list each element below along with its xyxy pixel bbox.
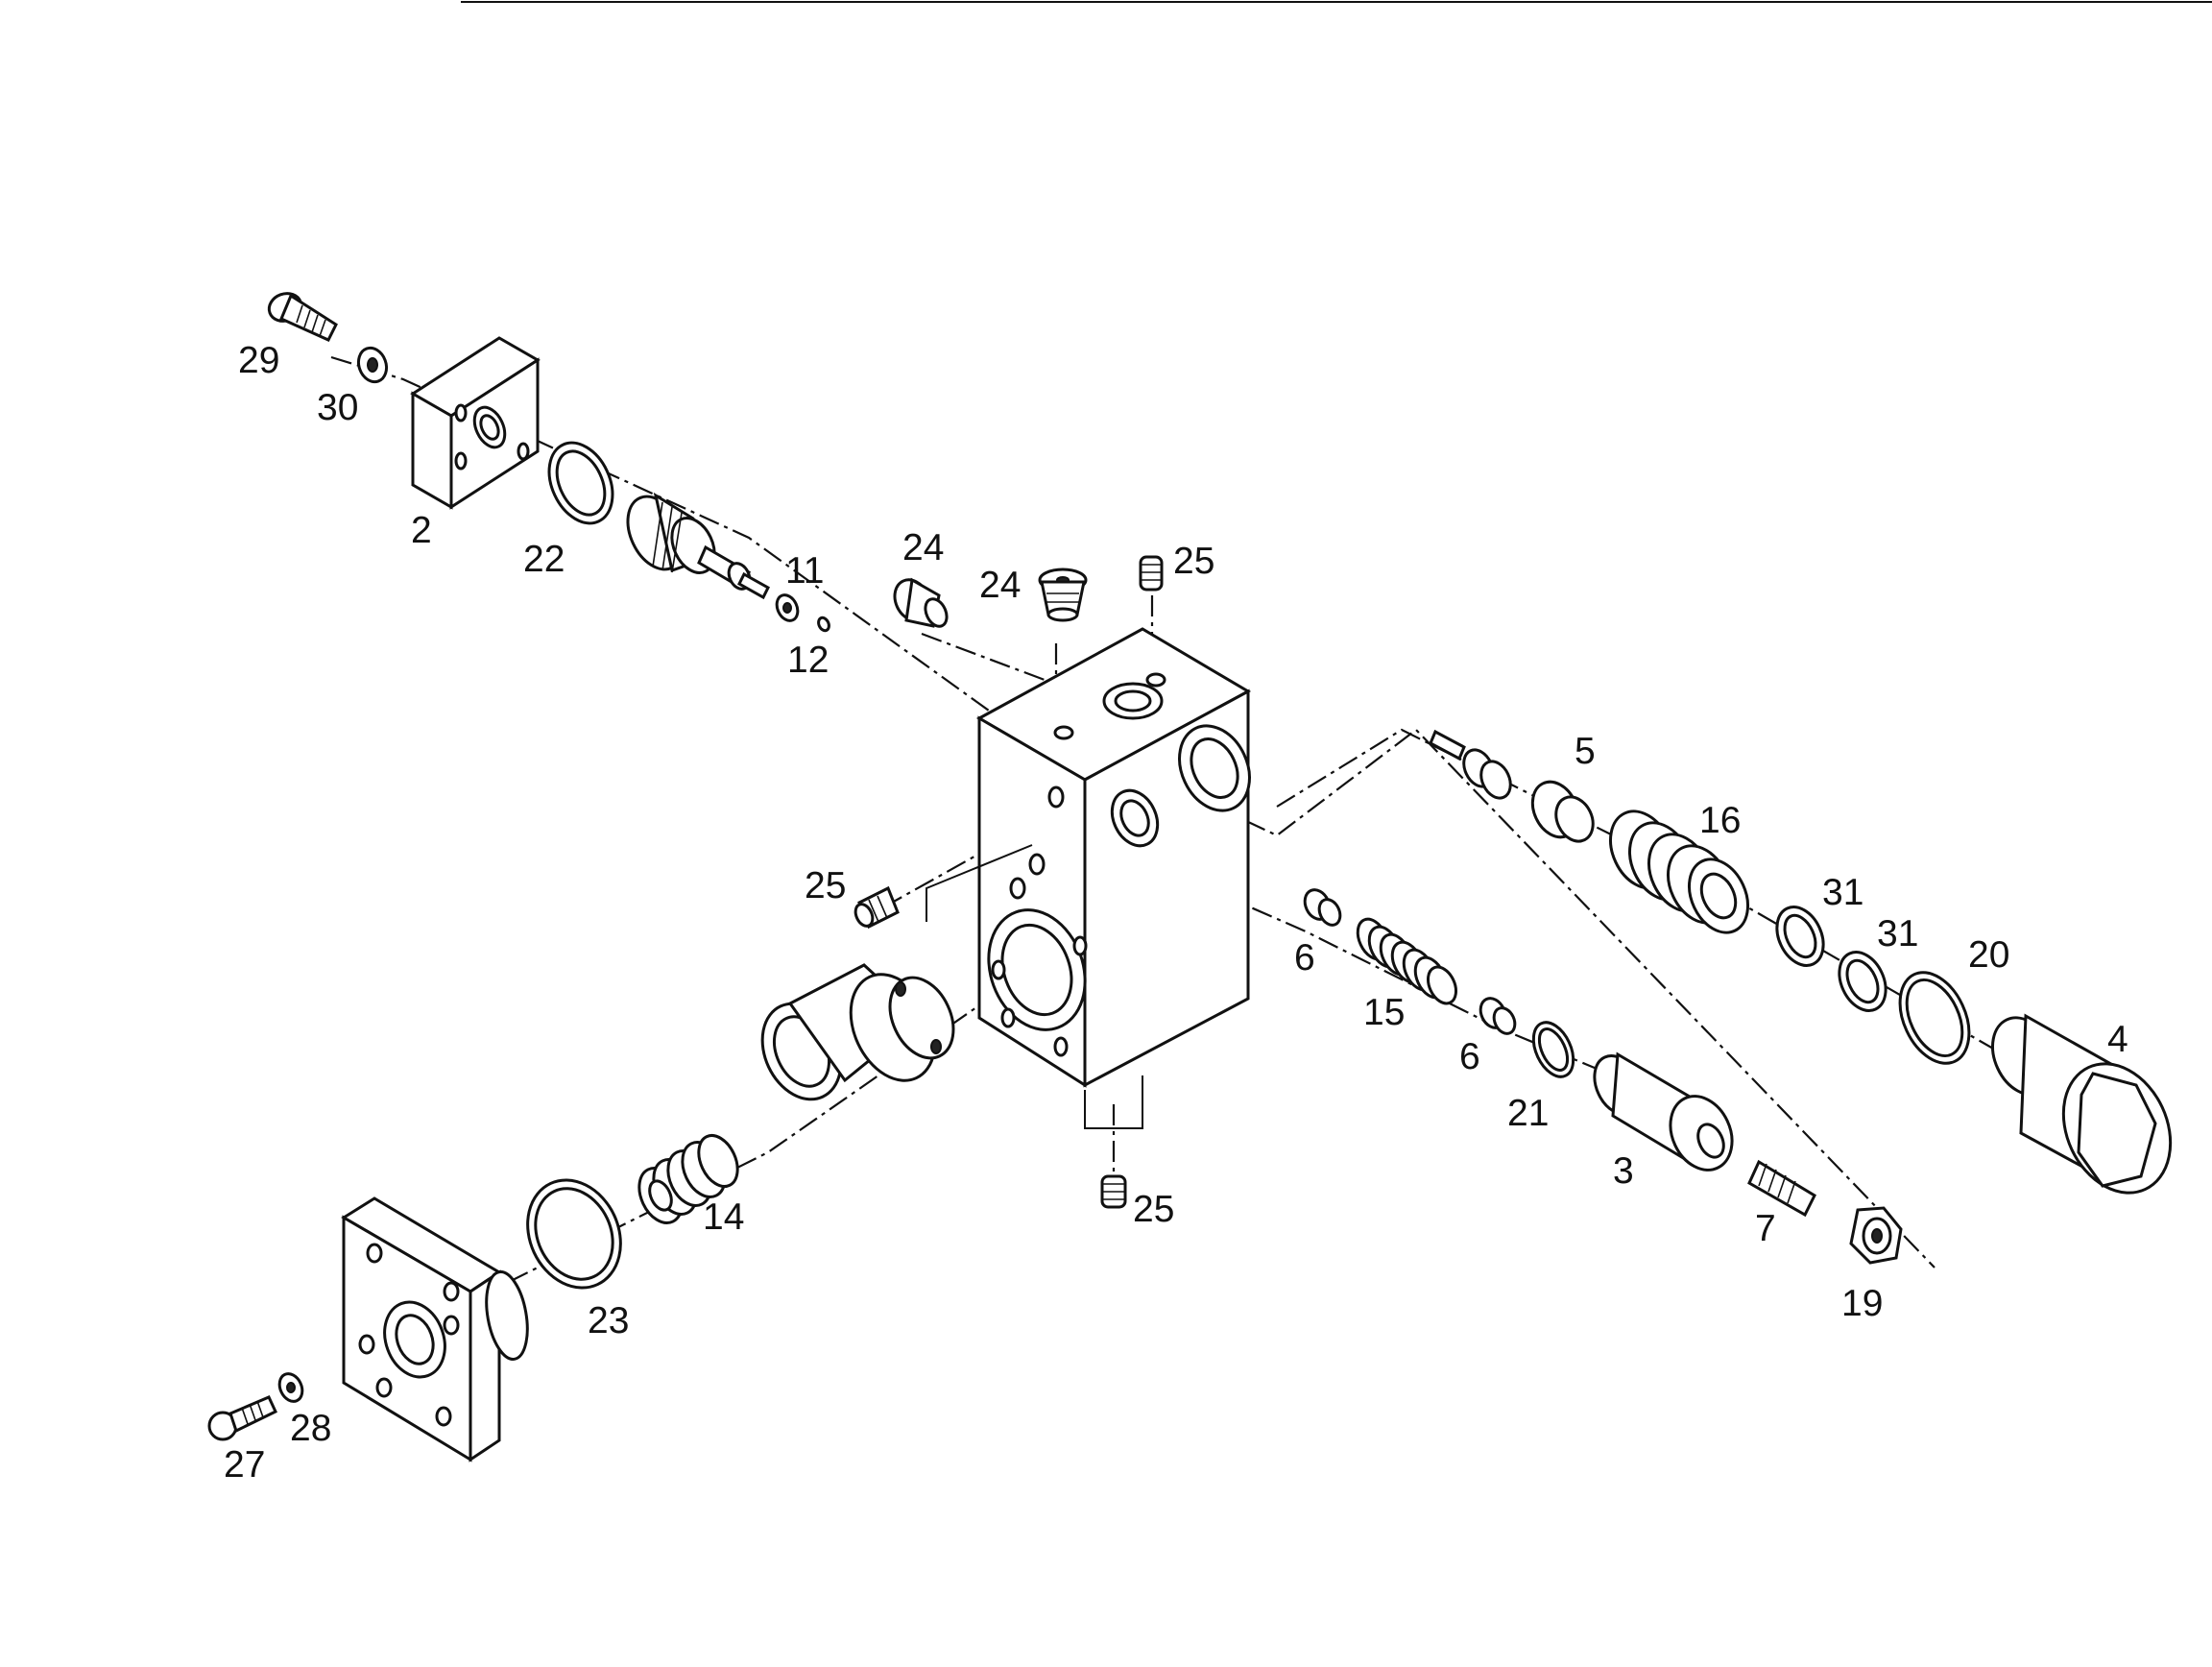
plug-25-top [1139, 555, 1164, 592]
screw-29 [267, 292, 338, 342]
callout-11: 11 [785, 550, 825, 592]
callout-20: 20 [1968, 934, 2009, 976]
left-face-hole-2 [1028, 853, 1046, 876]
callout-12: 12 [787, 640, 829, 681]
spring-16 [1609, 809, 1749, 934]
callout-29: 29 [238, 340, 279, 381]
plug-24-top [1038, 568, 1088, 622]
washer-11 [775, 593, 800, 622]
poppet-valve-upper [1429, 729, 1512, 800]
backup-ring-31b [1838, 951, 1887, 1012]
callout-25-left: 25 [805, 865, 846, 906]
bore-bolt-hole-4 [1053, 1036, 1069, 1057]
backup-ring-31a [1775, 906, 1825, 967]
plug-25-left [854, 885, 900, 930]
screw-27 [207, 1395, 277, 1441]
top-hole-2 [1145, 672, 1166, 688]
o-ring-12 [817, 616, 830, 633]
callout-4: 4 [2107, 1019, 2128, 1060]
bore-bolt-hole-3 [1000, 1007, 1016, 1028]
callout-22: 22 [523, 539, 565, 580]
washer-30 [356, 346, 389, 384]
right-port-small-inner [1119, 799, 1150, 837]
adjusting-screw-7 [1747, 1159, 1816, 1218]
o-ring-21 [1531, 1021, 1575, 1078]
valve-body [926, 627, 1252, 1129]
seat-6-lower [1479, 997, 1517, 1035]
plug-25-bottom [1100, 1174, 1127, 1209]
o-ring-22 [547, 441, 614, 525]
spring-15 [1356, 917, 1458, 1005]
o-ring-23 [526, 1178, 622, 1290]
callout-16: 16 [1699, 800, 1741, 841]
callout-24-top: 24 [979, 565, 1021, 606]
top-port-inner [1114, 689, 1152, 713]
bore-bolt-hole-2 [1072, 935, 1088, 956]
callout-5: 5 [1575, 731, 1596, 772]
flange-cover [341, 1196, 529, 1462]
valve-cartridge-3 [1593, 1051, 1734, 1172]
sleeve-cartridge [760, 963, 955, 1101]
callout-3: 3 [1613, 1150, 1634, 1192]
lock-nut-19 [1849, 1206, 1903, 1265]
spring-seat-5 [1530, 780, 1595, 843]
left-face-hole-1 [1047, 785, 1065, 809]
washer-28 [277, 1372, 304, 1403]
callout-14: 14 [703, 1196, 744, 1238]
callout-28: 28 [290, 1408, 331, 1449]
callout-31-b: 31 [1877, 913, 1918, 954]
callout-6-upper: 6 [1294, 937, 1315, 978]
callout-27: 27 [224, 1444, 265, 1486]
callout-2: 2 [411, 510, 432, 551]
callout-6-lower: 6 [1459, 1036, 1480, 1077]
callout-23: 23 [588, 1300, 629, 1341]
callout-31-a: 31 [1822, 872, 1863, 913]
seat-6-upper [1303, 888, 1342, 927]
callout-labels: 29 30 2 22 11 12 24 24 25 25 25 5 16 31 … [224, 340, 2128, 1486]
callout-19: 19 [1841, 1283, 1883, 1324]
plug-4 [1991, 1013, 2173, 1195]
plug-24-side [893, 577, 949, 628]
upper-left-group [267, 292, 830, 633]
pilot-valve-cartridge [626, 492, 770, 600]
spring-14 [637, 1134, 739, 1224]
right-port-large-inner [1190, 737, 1239, 799]
cover-plate-2 [410, 336, 541, 510]
valve-body-left-face [977, 715, 1087, 1088]
section-marker-left [926, 844, 1033, 922]
left-face-hole-3 [1009, 877, 1026, 900]
callout-7: 7 [1755, 1208, 1776, 1249]
left-face-bore-inner [1000, 923, 1073, 1017]
bore-bolt-hole-1 [991, 959, 1006, 980]
callout-30: 30 [317, 387, 358, 428]
callout-25-bottom: 25 [1133, 1189, 1174, 1230]
section-marker-bottom [1084, 1075, 1143, 1129]
o-ring-20 [1898, 971, 1971, 1065]
callout-21: 21 [1507, 1093, 1549, 1134]
callout-25-top: 25 [1173, 541, 1214, 582]
top-hole-1 [1053, 725, 1074, 740]
callout-15: 15 [1363, 992, 1405, 1033]
callout-24-side: 24 [902, 527, 944, 568]
